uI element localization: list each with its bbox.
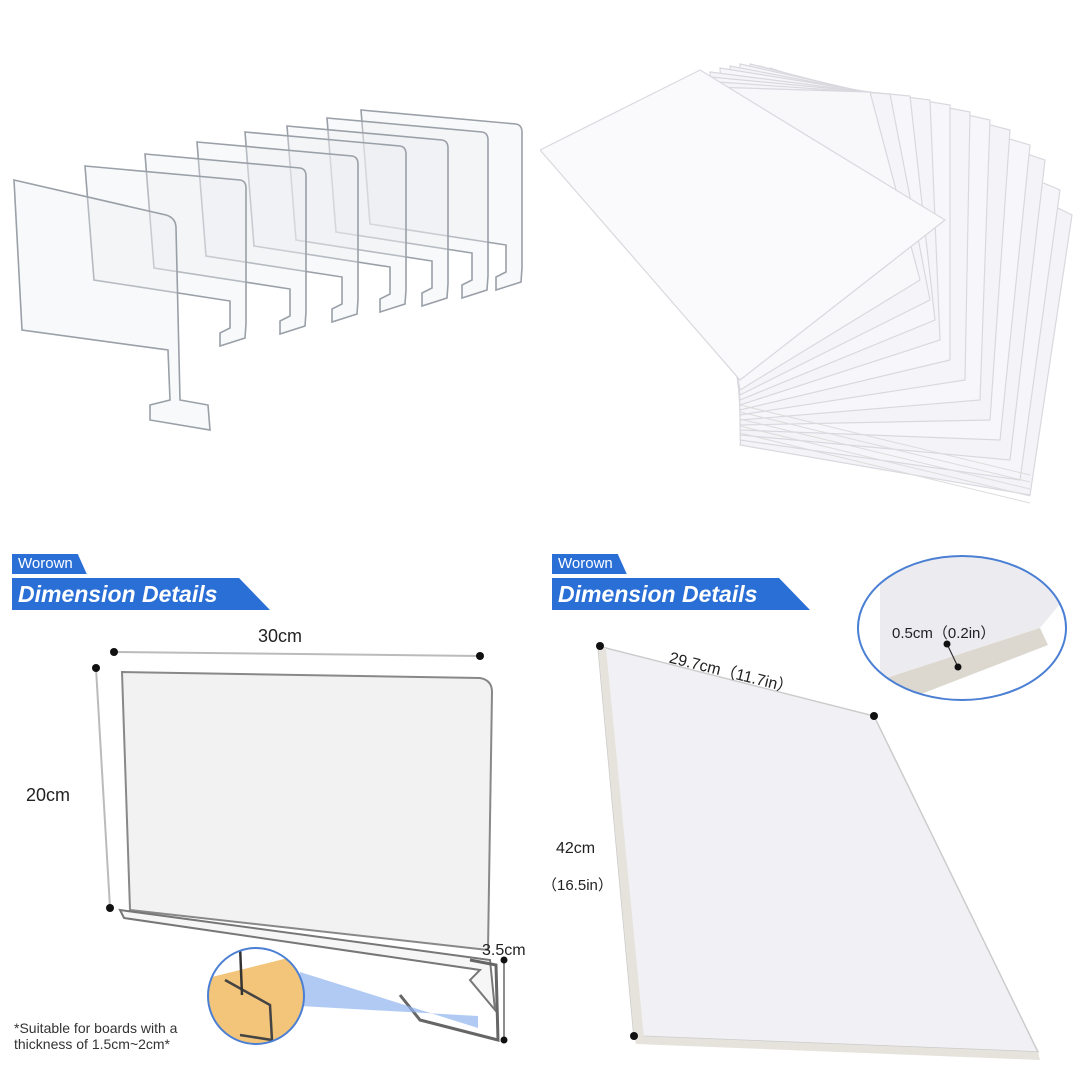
note-line-1: *Suitable for boards with a xyxy=(14,1020,178,1036)
divider-dimension-panel: Worown Dimension Details 30cm 20cm 3 xyxy=(0,540,540,1080)
width-label: 30cm xyxy=(258,626,303,646)
board-thickness-note: *Suitable for boards with a thickness of… xyxy=(14,1020,177,1052)
foam-board-diagram xyxy=(596,555,1067,1060)
foam-boards-photo xyxy=(540,0,1080,540)
brand-tag: Worown xyxy=(12,554,87,574)
note-line-2: thickness of 1.5cm~2cm* xyxy=(14,1036,171,1052)
height-label: 20cm xyxy=(26,785,71,805)
dimension-details-banner: Dimension Details xyxy=(552,578,810,610)
base-height-label: 3.5cm xyxy=(482,942,526,959)
foam-board-dimension-panel: Worown Dimension Details 29.7cm（11.7in） … xyxy=(540,540,1080,1080)
height-label-cm: 42cm xyxy=(556,840,596,857)
foam-boards-illustration xyxy=(540,63,1073,504)
brand-tag: Worown xyxy=(552,554,627,574)
height-label-in: （16.5in） xyxy=(542,877,613,894)
thickness-label: 0.5cm（0.2in） xyxy=(892,625,996,642)
dividers-illustration xyxy=(13,109,523,431)
dimension-details-banner: Dimension Details xyxy=(12,578,270,610)
divider-diagram xyxy=(92,648,508,1045)
acrylic-dividers-photo xyxy=(0,0,540,540)
